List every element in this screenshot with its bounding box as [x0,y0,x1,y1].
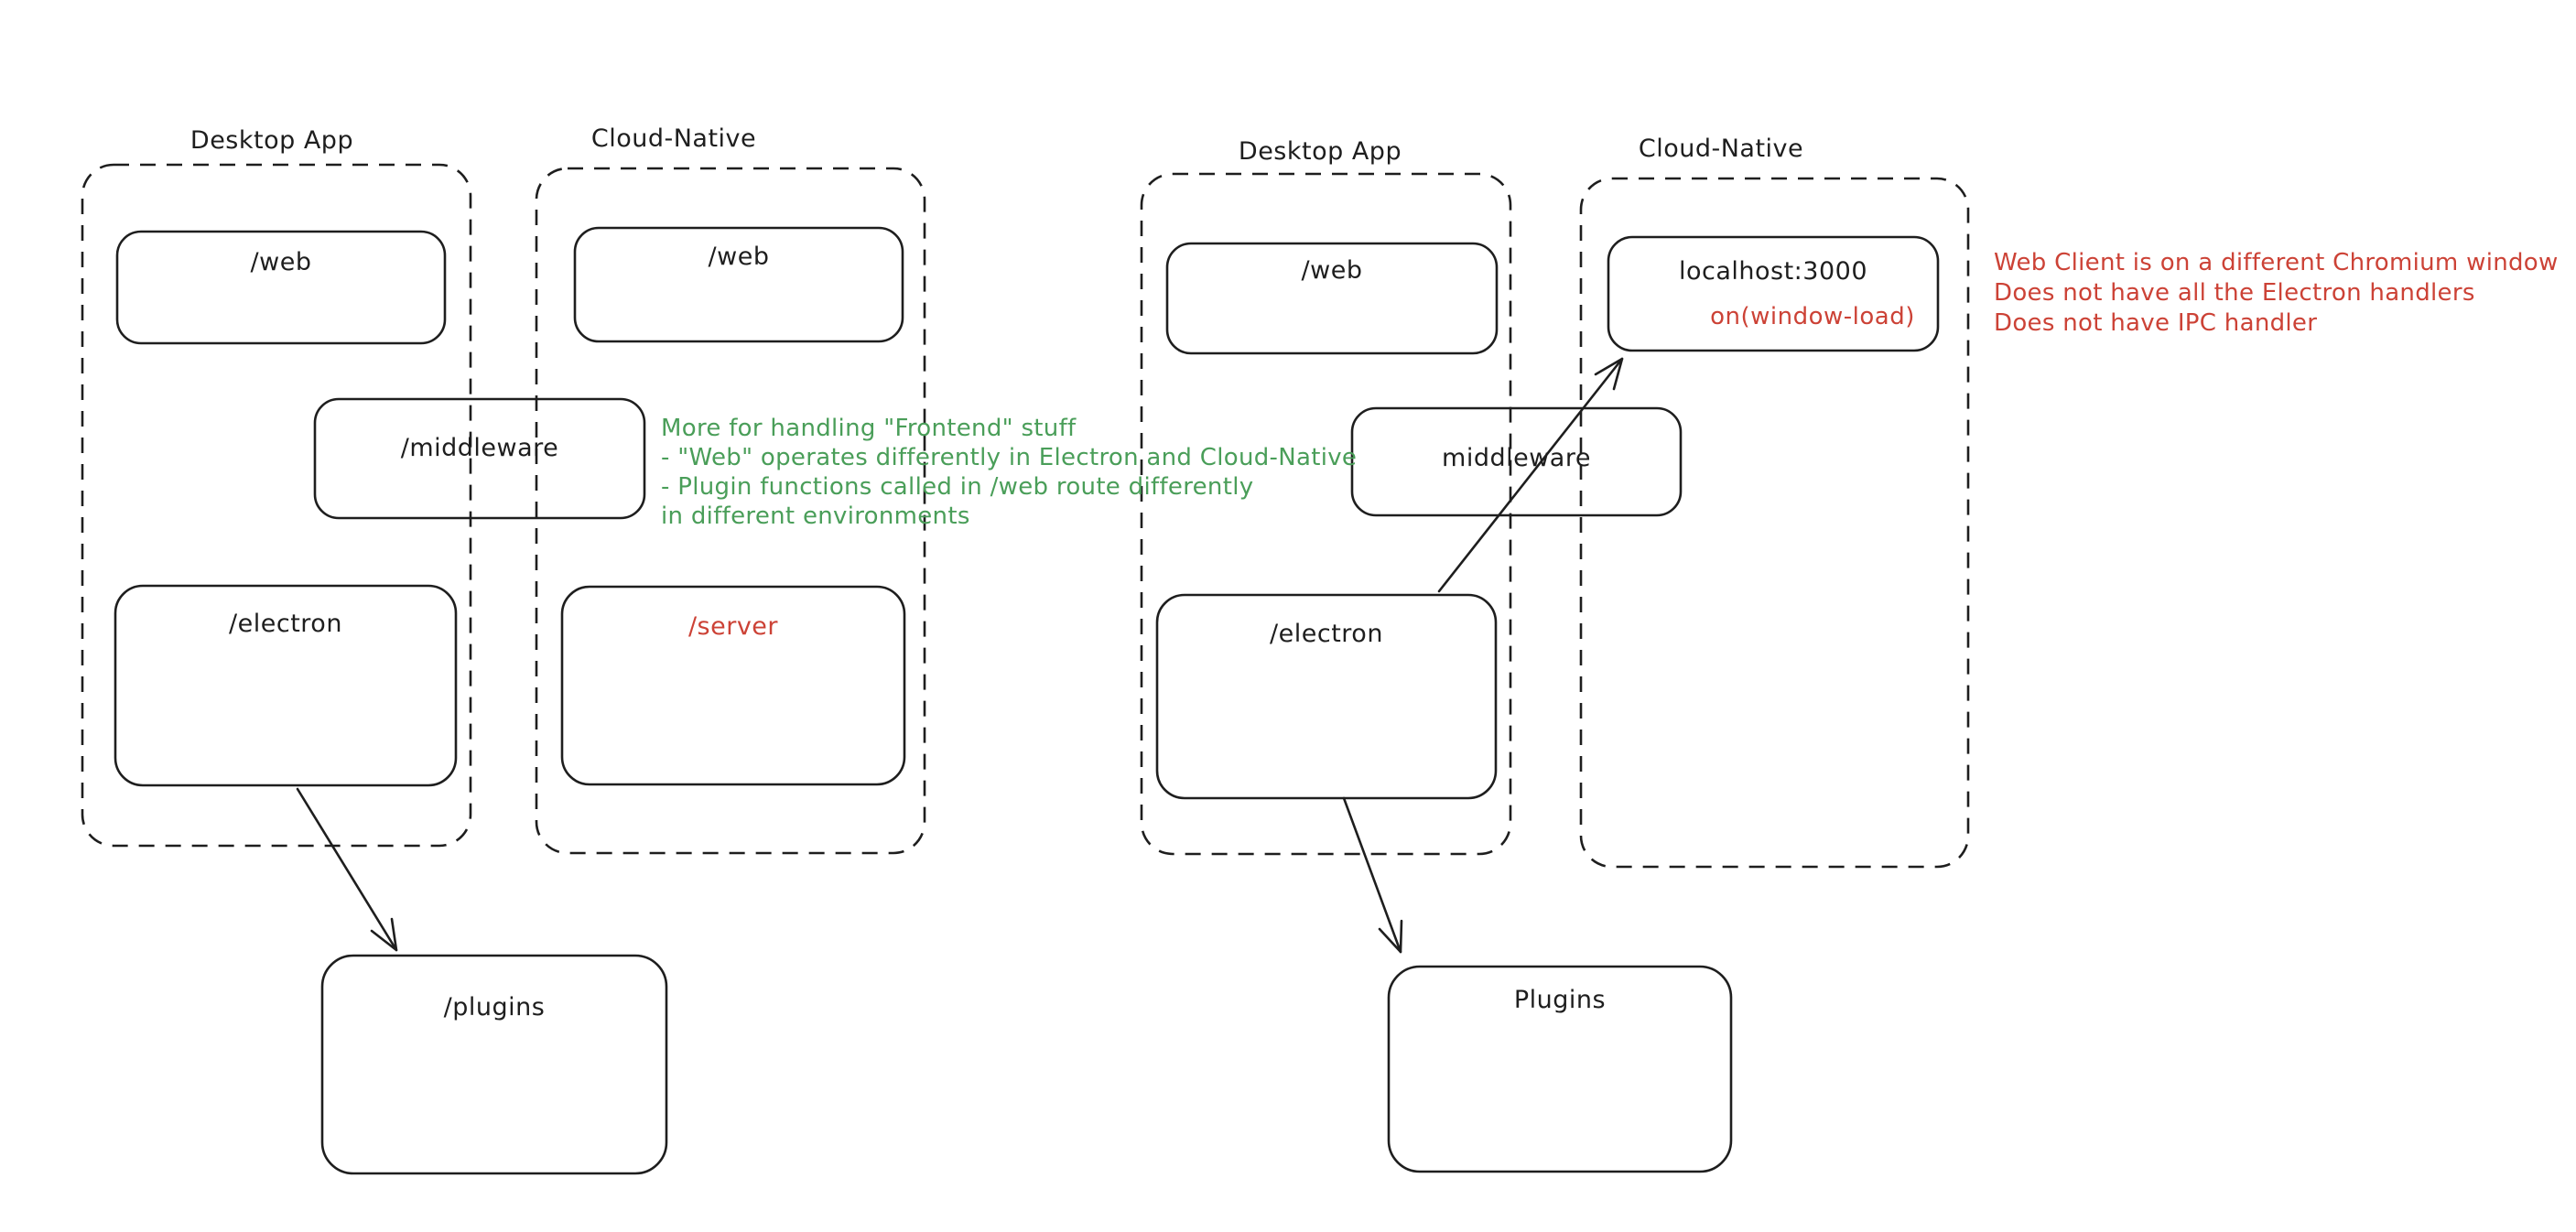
desktop-app-label-left: Desktop App [189,126,354,155]
dashed-containers [81,163,1970,869]
middleware-label-left: /middleware [400,434,559,462]
middleware-box-left[interactable] [313,397,646,520]
arrow-shaft [296,787,398,952]
cloud-native-label-right: Cloud-Native [1638,135,1804,163]
green-annotation-line-4: in different environments [661,503,970,530]
red-annotation-line-1: Web Client is on a different Chromium wi… [1994,249,2559,276]
desktop-app-label-right: Desktop App [1238,137,1402,166]
arrow-electron-to-plugins-left[interactable] [296,787,398,952]
web-label-right: /web [1301,256,1363,285]
localhost-label-right: localhost:3000 [1678,257,1867,286]
green-annotation: More for handling "Frontend" stuff - "We… [661,414,1357,531]
middleware-box-right[interactable] [1350,406,1683,517]
plugins-label-left: /plugins [443,993,546,1021]
green-annotation-line-2: - "Web" operates differently in Electron… [661,444,1358,471]
red-annotation-line-3: Does not have IPC handler [1994,309,2318,337]
middleware-label-right: middleware [1442,444,1591,472]
green-annotation-line-3: - Plugin functions called in /web route … [661,473,1254,501]
electron-label-right: /electron [1270,620,1383,648]
web-label-desktop-left: /web [250,248,312,276]
arrow-shaft [1342,796,1402,954]
plugins-box-left[interactable] [320,954,668,1175]
arrow-head [1378,919,1403,954]
arrow-head [370,917,398,952]
plugins-box-right[interactable] [1387,965,1733,1173]
server-label-left: /server [687,612,779,641]
electron-box-left[interactable] [114,584,458,787]
desktop-app-container-right[interactable] [1140,172,1512,856]
web-box-cloud-left[interactable] [573,226,904,343]
plugins-label-right: Plugins [1513,986,1607,1014]
node-boxes [114,226,1940,1175]
red-annotation: Web Client is on a different Chromium wi… [1994,248,2559,339]
cloud-native-label-left: Cloud-Native [590,124,757,153]
arrow-electron-to-localhost-right[interactable] [1437,357,1624,593]
web-box-right[interactable] [1165,242,1499,355]
localhost-box-right[interactable] [1607,235,1940,352]
web-label-cloud-left: /web [708,243,770,271]
arrow-shaft [1437,357,1624,593]
arrow-head [1594,357,1624,391]
cloud-native-container-left[interactable] [535,167,926,855]
green-annotation-line-1: More for handling "Frontend" stuff [661,415,1077,442]
web-box-desktop-left[interactable] [115,230,447,345]
arrow-electron-to-plugins-right[interactable] [1342,796,1403,954]
electron-label-left: /electron [229,610,342,638]
red-annotation-line-2: Does not have all the Electron handlers [1994,279,2475,307]
window-load-label-right: on(window-load) [1710,303,1915,330]
cloud-native-container-right[interactable] [1579,177,1970,869]
electron-box-right[interactable] [1155,593,1498,800]
server-box-left[interactable] [560,585,906,786]
desktop-app-container-left[interactable] [81,163,472,848]
